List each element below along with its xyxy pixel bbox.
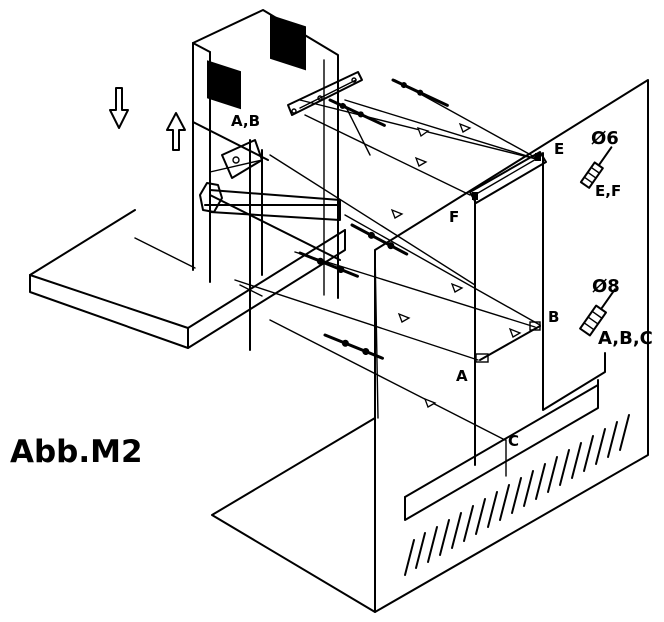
top-rail <box>287 71 363 116</box>
assembly-lines <box>234 79 541 441</box>
floor-outline <box>211 417 376 613</box>
chimney-vent-side <box>207 60 241 110</box>
screw-anchor-icon <box>579 146 616 337</box>
vent-slots-lower <box>404 414 630 576</box>
label-diameter-6: Ø6 <box>591 128 619 149</box>
figure-caption: Abb.M2 <box>10 434 143 470</box>
label-b: B <box>548 308 559 326</box>
label-a: A <box>456 367 468 385</box>
screw-anchors <box>298 78 449 360</box>
mounting-frame <box>192 121 341 351</box>
bracket-a <box>475 353 489 363</box>
label-diameter-8: Ø8 <box>592 276 620 297</box>
label-a-b-c: A,B,C <box>598 328 653 349</box>
hood-canopy <box>29 209 346 349</box>
label-e: E <box>554 140 564 158</box>
label-e-f: E,F <box>595 182 621 200</box>
arrow-up-icon <box>166 112 186 151</box>
wall-bracket-ef <box>469 151 547 204</box>
wall-panel <box>374 79 649 613</box>
label-f: F <box>449 208 459 226</box>
chimney-box <box>192 9 339 299</box>
label-c: C <box>508 432 519 450</box>
line-arrowheads <box>390 122 522 408</box>
chimney-vent-top <box>270 14 306 71</box>
arrow-down-icon <box>109 87 129 129</box>
label-a-b-top: A,B <box>231 112 260 130</box>
